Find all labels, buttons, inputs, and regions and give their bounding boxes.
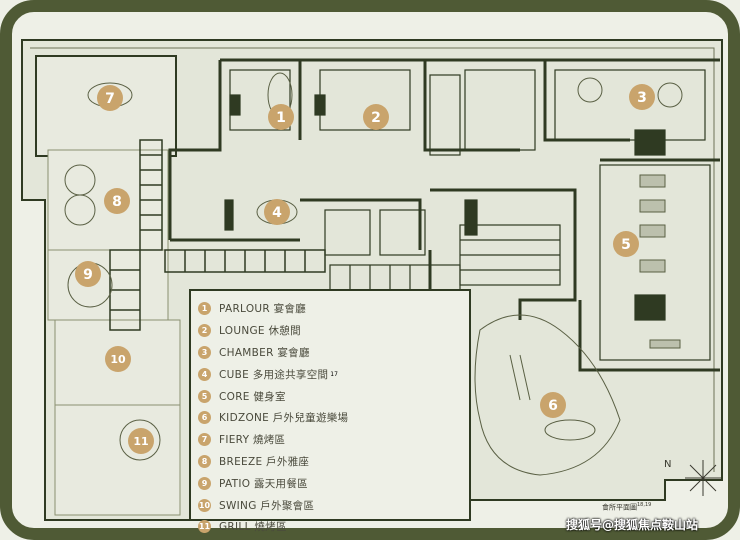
legend-number-badge: 10	[198, 498, 211, 512]
lift-1	[324, 209, 371, 256]
svg-text:7: 7	[105, 91, 115, 107]
legend-label: LOUNGE 休憩間	[219, 325, 301, 338]
legend-number-badge: 6	[198, 411, 211, 425]
marker-4: 4	[264, 199, 290, 225]
legend-item: 8 BREEZE 戶外雅座	[198, 451, 468, 473]
legend-item: 11 GRILL 燒烤區	[198, 516, 468, 538]
legend-label: BREEZE 戶外雅座	[219, 455, 310, 468]
caption-sup: 18,19	[637, 502, 652, 508]
marker-5: 5	[613, 231, 639, 257]
marker-6: 6	[540, 392, 566, 418]
legend-number-badge: 5	[198, 389, 211, 403]
marker-9: 9	[75, 261, 101, 287]
svg-text:8: 8	[112, 194, 122, 210]
legend-item: 6 KIDZONE 戶外兒童遊樂場	[198, 407, 468, 429]
legend-footnote: 17	[330, 370, 338, 378]
location-markers: 1 2 3 4 5 6 7 8 9 10 11	[75, 84, 655, 454]
svg-text:1: 1	[276, 110, 286, 126]
marker-2: 2	[363, 104, 389, 130]
kidzone-play-area	[474, 314, 621, 476]
legend-label: PARLOUR 宴會廳	[219, 303, 306, 316]
marker-7: 7	[97, 85, 123, 111]
svg-text:4: 4	[272, 205, 282, 221]
grill-table	[119, 419, 161, 461]
gym-room	[599, 164, 711, 361]
watermark: 搜狐号@搜狐焦点鞍山站	[566, 518, 699, 532]
svg-text:11: 11	[133, 435, 148, 448]
marker-1: 1	[268, 104, 294, 130]
marker-8: 8	[104, 188, 130, 214]
svg-text:6: 6	[548, 398, 558, 414]
legend-item: 1 PARLOUR 宴會廳	[198, 298, 468, 320]
marker-11: 11	[128, 428, 154, 454]
legend-number-badge: 9	[198, 476, 211, 490]
legend-item: 5 CORE 健身室	[198, 385, 468, 407]
legend-box	[189, 289, 471, 521]
legend-label: KIDZONE 戶外兒童遊樂場	[219, 412, 349, 425]
plan-caption: 會所平面圖18,19	[602, 502, 651, 512]
legend-label: CUBE 多用途共享空間	[219, 368, 329, 381]
legend-number-badge: 3	[198, 345, 211, 359]
legend-label: FIERY 燒烤區	[219, 434, 286, 447]
legend-item: 2 LOUNGE 休憩間	[198, 320, 468, 342]
legend-number-badge: 8	[198, 454, 211, 468]
legend-number-badge: 2	[198, 324, 211, 338]
building-walls	[168, 58, 720, 372]
legend-number-badge: 4	[198, 367, 211, 381]
svg-text:10: 10	[110, 353, 126, 366]
svg-text:2: 2	[371, 110, 381, 126]
svg-text:9: 9	[83, 267, 93, 283]
gym-equipment	[639, 174, 681, 349]
legend-label: CHAMBER 宴會廳	[219, 346, 310, 359]
legend-number-badge: 11	[198, 520, 211, 534]
legend-label: GRILL 燒烤區	[219, 521, 287, 534]
lift-2	[379, 209, 426, 256]
north-arrow-icon	[685, 460, 721, 496]
legend-item: 7 FIERY 燒烤區	[198, 429, 468, 451]
swing-area	[54, 319, 181, 406]
legend-item: 3 CHAMBER 宴會廳	[198, 342, 468, 364]
legend-item: 10 SWING 戶外聚會區	[198, 494, 468, 516]
grill-area	[54, 404, 181, 516]
legend-label: CORE 健身室	[219, 390, 286, 403]
legend: 1 PARLOUR 宴會廳 2 LOUNGE 休憩間 3 CHAMBER 宴會廳 4 CUBE…	[198, 298, 468, 538]
stepping-path	[109, 139, 326, 331]
legend-item: 9 PATIO 露天用餐區	[198, 472, 468, 494]
svg-text:5: 5	[621, 237, 631, 253]
washroom	[464, 69, 536, 151]
legend-label: SWING 戶外聚會區	[219, 499, 315, 512]
north-label: N	[664, 459, 672, 470]
patio-area	[47, 249, 169, 321]
svg-text:3: 3	[637, 90, 647, 106]
legend-number-badge: 7	[198, 433, 211, 447]
marker-3: 3	[629, 84, 655, 110]
caption-text: 會所平面圖	[602, 503, 637, 512]
marker-10: 10	[105, 346, 131, 372]
legend-label: PATIO 露天用餐區	[219, 477, 308, 490]
legend-number-badge: 1	[198, 302, 211, 316]
